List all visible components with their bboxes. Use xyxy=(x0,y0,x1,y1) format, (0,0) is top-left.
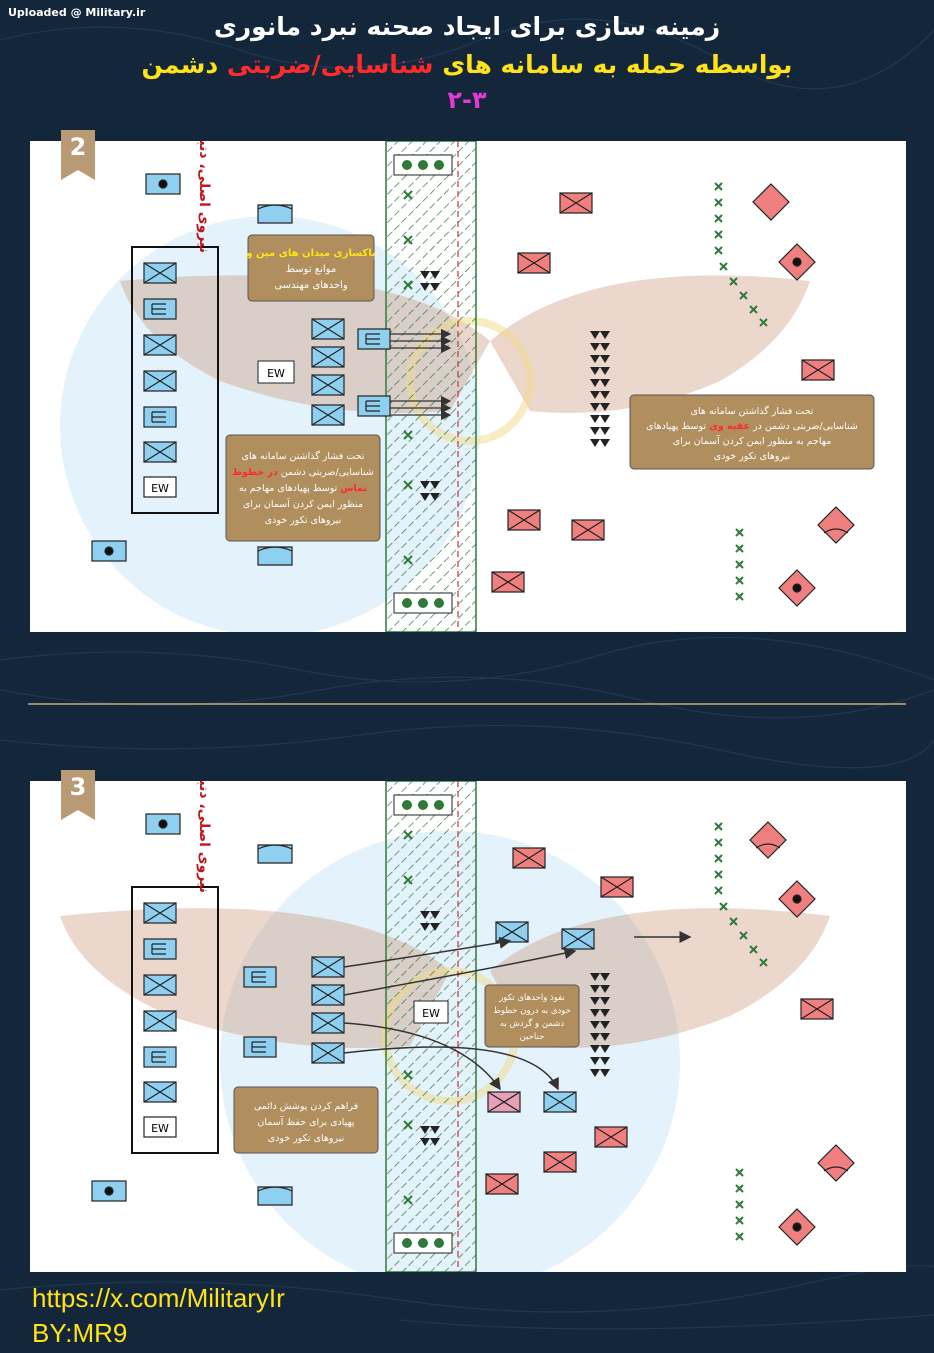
note-box-contact-line-2-red: در خطوط xyxy=(232,467,278,478)
enemy-triangle-line xyxy=(590,331,610,447)
footer-author: BY:MR9 xyxy=(32,1318,128,1348)
note-box-contact-line-3: تماس توسط پهپادهای مهاجم به xyxy=(239,483,367,494)
panel-3: EW EW نیروی اصلی، دنبال پشتیبان و احتیاط… xyxy=(30,781,906,1272)
note-box-depth-line-4: نیروهای تکور خودی xyxy=(714,451,791,462)
title-section-number: ۲-۳ xyxy=(447,86,487,114)
note-box-depth-line-2-pre: شناسایی/ضربتی دشمن در xyxy=(750,421,858,432)
title-line-1: زمینه سازی برای ایجاد صحنه نبرد مانوری xyxy=(213,12,721,41)
note-box-contact-line-4: منظور ایمن کردن آسمان برای xyxy=(243,497,363,510)
panel-2-diagram: EW EW نیروی اصلی، دنبال پشتیبان و احتیاط… xyxy=(60,141,875,632)
title-line-2-highlight: شناسایی/ضربتی xyxy=(226,50,434,79)
obstacle-crosses xyxy=(403,190,413,565)
reserve-ew-label: EW xyxy=(151,1122,169,1135)
panel-3-diagram: EW EW نیروی اصلی، دنبال پشتیبان و احتیاط… xyxy=(60,781,855,1272)
note-box-engineering-line-3: واحدهای مهندسی xyxy=(274,280,347,291)
note-box-drone-cover xyxy=(233,1086,379,1154)
note-box-contact-line-3-red: تماس xyxy=(340,483,367,494)
note-box-drone-cover-line-2: پهپادی برای حفظ آسمان xyxy=(257,1115,354,1128)
reserve-units xyxy=(143,902,177,1138)
title-line-2: بواسطه حمله به سامانه های شناسایی/ضربتی … xyxy=(0,50,934,79)
obstacle-triangles xyxy=(420,271,440,501)
ew-unit-label: EW xyxy=(267,367,285,380)
footer-url[interactable]: https://x.com/MilitaryIr xyxy=(32,1283,285,1313)
obstacle-strip xyxy=(385,141,477,632)
reserve-box xyxy=(131,246,219,514)
note-box-penetration-line-4: جناحین xyxy=(520,1032,545,1042)
note-box-engineering-line-1: پاکسازی میدان های مین و xyxy=(245,248,376,259)
note-box-depth-line-2-red: عقبه وی xyxy=(709,421,750,432)
reserve-label: نیروی اصلی، دنبال پشتیبان و احتیاط xyxy=(196,141,212,253)
note-box-depth-line-3: مهاجم به منظور ایمن کردن آسمان برای xyxy=(673,434,832,447)
note-box-depth xyxy=(629,394,875,470)
obstacle-strip xyxy=(385,781,477,1272)
ew-unit-icon xyxy=(257,360,295,384)
note-box-engineering-line-2: موانع توسط xyxy=(286,264,336,275)
note-box-penetration-line-1: نفوذ واحدهای تکور xyxy=(498,993,565,1003)
enemy-obstacle-line xyxy=(714,182,768,601)
mine-markers xyxy=(393,154,453,614)
note-box-depth-line-2: شناسایی/ضربتی دشمن در عقبه وی توسط پهپاد… xyxy=(646,421,858,432)
panel-2: EW EW نیروی اصلی، دنبال پشتیبان و احتیاط… xyxy=(30,141,906,632)
note-box-penetration-line-3: دشمن و گردش به xyxy=(500,1018,565,1029)
note-box-penetration-line-2: خودی به درون خطوط xyxy=(493,1006,571,1016)
reserve-label: نیروی اصلی، دنبال پشتیبان و احتیاط xyxy=(196,781,212,893)
title-line-2-pre: بواسطه حمله به سامانه های xyxy=(433,50,793,79)
reserve-ew-label: EW xyxy=(151,482,169,495)
note-box-depth-line-1: تحت فشار گذاشتن سامانه های xyxy=(691,405,814,417)
upload-watermark: Uploaded @ Military.ir xyxy=(8,6,146,19)
note-box-drone-cover-line-3: نیروهای تکور خودی xyxy=(268,1133,345,1144)
enemy-triangle-line xyxy=(590,973,610,1077)
enemy-units xyxy=(485,821,855,1246)
note-box-depth-line-2-post: توسط پهپادهای xyxy=(646,421,709,432)
friendly-units xyxy=(91,173,391,566)
section-divider xyxy=(28,703,906,705)
ew-unit-label: EW xyxy=(422,1007,440,1020)
ew-unit-icon xyxy=(413,1000,449,1024)
enemy-obstacle-line xyxy=(714,822,768,1241)
note-box-contact-line-2-pre: شناسایی/ضربتی دشمن xyxy=(278,467,374,478)
panel-2-number: 2 xyxy=(61,130,95,180)
note-box-contact-line-3-post: توسط پهپادهای مهاجم به xyxy=(239,483,340,494)
obstacle-triangles xyxy=(420,911,440,1146)
note-box-drone-cover-line-1: فراهم کردن پوشش دائمی xyxy=(254,1101,358,1112)
mine-markers xyxy=(393,794,453,1254)
penetration-arrows xyxy=(343,931,692,1091)
note-box-penetration xyxy=(484,984,580,1048)
reserve-box xyxy=(131,886,219,1154)
enemy-units xyxy=(491,183,855,607)
note-box-contact xyxy=(225,434,381,542)
note-box-contact-line-1: تحت فشار گذاشتن سامانه های xyxy=(242,450,365,462)
note-box-engineering xyxy=(247,234,375,302)
note-box-contact-line-2: شناسایی/ضربتی دشمن در خطوط xyxy=(232,467,374,478)
panel-3-number: 3 xyxy=(61,770,95,820)
enemy-unit-captured xyxy=(487,1091,521,1113)
obstacle-crosses xyxy=(403,830,413,1205)
drone-arrows xyxy=(390,328,452,421)
friendly-units xyxy=(91,813,595,1206)
note-box-contact-line-5: نیروهای تکور خودی xyxy=(265,515,342,526)
reserve-units xyxy=(143,262,177,498)
title-line-2-post: دشمن xyxy=(141,50,227,79)
